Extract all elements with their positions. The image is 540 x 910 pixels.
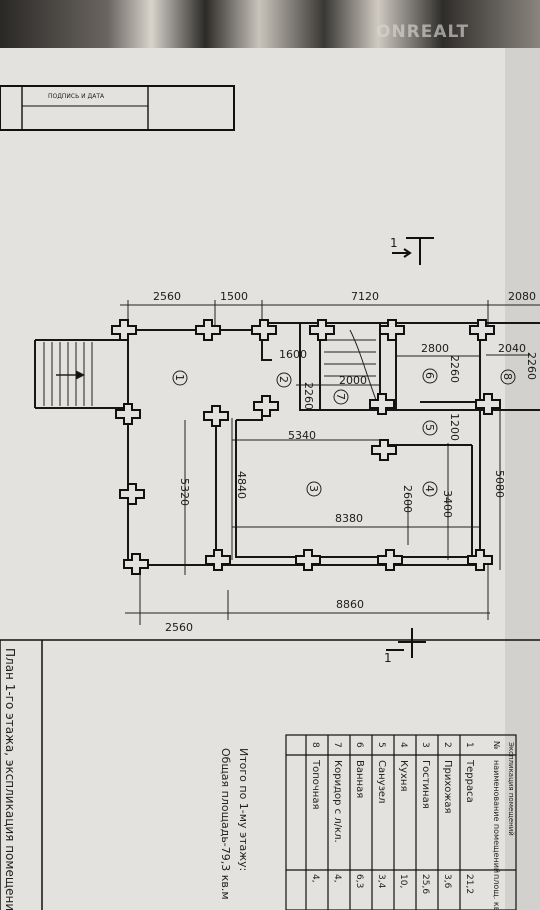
dim-top-4: 2080 xyxy=(508,290,536,303)
dim-bottom-total: 8860 xyxy=(336,598,364,611)
row-8-name: Топочная xyxy=(310,759,321,809)
section-mark-top xyxy=(392,237,434,265)
col-area: площ. кв.м xyxy=(492,874,501,910)
title-block xyxy=(0,85,235,131)
dim-int-7: 2260 xyxy=(525,352,538,380)
row-4-area: 10, xyxy=(398,874,408,888)
plan-caption: План 1-го этажа, экспликация помещений xyxy=(3,648,17,910)
dim-int-1: 1600 xyxy=(279,348,307,361)
room-number-4: 4 xyxy=(423,485,436,492)
total-line-2: Общая площадь-79,3 кв.м xyxy=(219,748,232,900)
row-8-area: 4, xyxy=(310,874,320,883)
row-6-no: 6 xyxy=(354,742,364,748)
section-mark-bottom xyxy=(386,628,426,658)
row-6-name: Ванная xyxy=(354,760,365,798)
row-2-name: Прихожая xyxy=(442,760,453,814)
row-3-area: 25,6 xyxy=(420,874,430,894)
paper-next-sheet xyxy=(505,48,540,910)
dim-top-3: 7120 xyxy=(351,290,379,303)
room-number-5: 5 xyxy=(423,424,436,431)
col-no: № xyxy=(492,741,501,750)
dim-int-3: 2000 xyxy=(339,374,367,387)
row-5-no: 5 xyxy=(376,742,386,748)
dim-int-4: 2800 xyxy=(421,342,449,355)
row-6-area: 6,3 xyxy=(354,874,364,888)
dim-top-2: 1500 xyxy=(220,290,248,303)
row-4-no: 4 xyxy=(398,742,408,748)
dim-int-12: 2600 xyxy=(401,485,414,513)
dim-int-14: 8380 xyxy=(335,512,363,525)
row-2-area: 3,6 xyxy=(442,874,452,889)
total-line-1: Итого по 1-му этажу: xyxy=(237,748,250,871)
explication-header: Экспликация помещений xyxy=(507,742,515,836)
row-7-no: 7 xyxy=(332,742,342,748)
row-1-name: Терраса xyxy=(464,759,475,803)
entry-stairs xyxy=(43,342,93,406)
section-label-top: 1 xyxy=(390,236,398,250)
row-1-area: 21,2 xyxy=(464,874,474,894)
row-1-no: 1 xyxy=(464,742,474,748)
room-number-3: 3 xyxy=(307,485,320,492)
row-5-name: Санузел xyxy=(376,760,387,803)
dim-int-11: 5320 xyxy=(178,478,191,506)
explication-table xyxy=(285,734,517,910)
room-numbers: 1 2 3 4 5 6 7 8 xyxy=(173,372,514,492)
row-3-name: Гостиная xyxy=(420,760,431,809)
caption-frame xyxy=(0,639,540,910)
row-7-name: Коридор с л/кл. xyxy=(332,760,343,843)
dim-int-10: 4840 xyxy=(235,471,248,499)
dim-int-2: 2260 xyxy=(302,382,315,410)
col-name: наименование помещений xyxy=(492,760,501,873)
signature-date-label: ПОДПИСЬ И ДАТА xyxy=(48,93,105,100)
dim-int-6: 2040 xyxy=(498,342,526,355)
dim-bottom-left: 2560 xyxy=(165,621,193,634)
dim-int-8: 5340 xyxy=(288,429,316,442)
room-number-6: 6 xyxy=(423,372,436,379)
section-label-bottom: 1 xyxy=(384,651,392,665)
dim-int-15: 5080 xyxy=(493,470,506,498)
row-2-no: 2 xyxy=(442,742,452,748)
row-8-no: 8 xyxy=(310,742,320,748)
dim-int-9: 1200 xyxy=(448,413,461,441)
dim-top-1: 2560 xyxy=(153,290,181,303)
room-circles xyxy=(172,368,516,497)
explication-rows: 1 Терраса 21,2 2 Прихожая 3,6 3 Гостиная… xyxy=(310,742,475,894)
room-number-1: 1 xyxy=(173,374,186,381)
room-number-2: 2 xyxy=(277,376,290,383)
posts xyxy=(111,319,501,575)
dim-int-5: 2260 xyxy=(448,355,461,383)
dimension-lines xyxy=(120,300,540,625)
row-3-no: 3 xyxy=(420,742,430,748)
interior-stairs xyxy=(324,329,377,401)
row-4-name: Кухня xyxy=(398,760,409,792)
dim-int-13: 3400 xyxy=(441,490,454,518)
watermark: ONREALT xyxy=(376,22,470,42)
row-5-area: 3,4 xyxy=(376,874,386,889)
row-7-area: 4, xyxy=(332,874,342,883)
room-number-7: 7 xyxy=(334,393,347,400)
paper-sheet xyxy=(0,48,540,910)
room-number-8: 8 xyxy=(501,373,514,380)
